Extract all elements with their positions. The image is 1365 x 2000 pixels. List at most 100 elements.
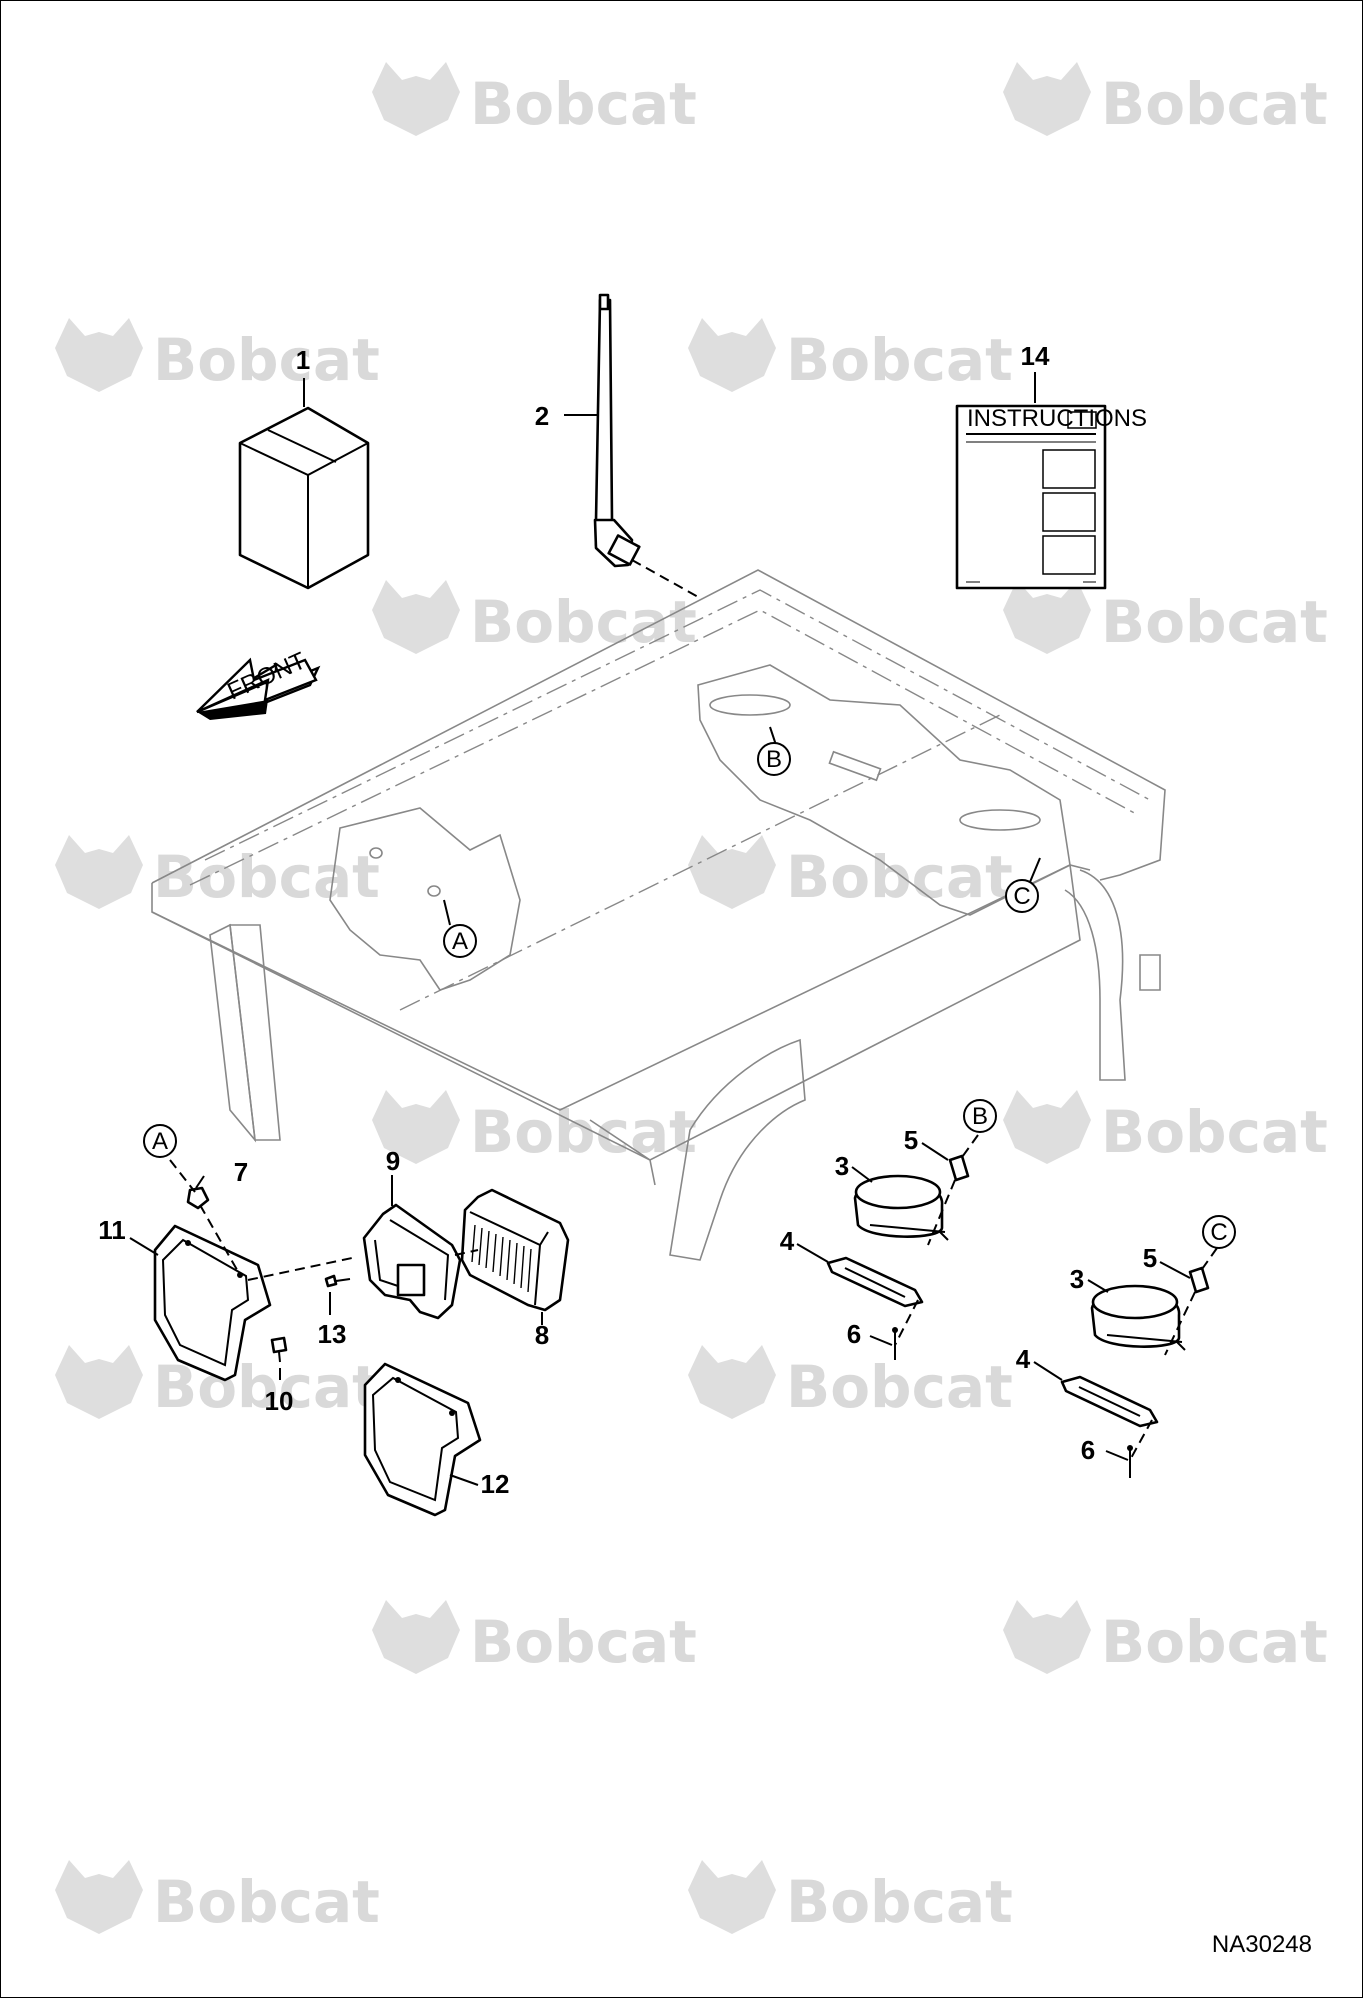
part-10-bolt [270, 1336, 288, 1363]
callout-1: 1 [296, 345, 310, 375]
part-11-mounting-bracket [153, 1224, 272, 1382]
watermark-text: Bobcat [786, 326, 1013, 394]
watermark: Bobcat [372, 580, 697, 656]
ref-letter: A [152, 1128, 168, 1155]
part-5-clip-c [1188, 1266, 1210, 1294]
watermark: Bobcat [1003, 62, 1328, 138]
ref-letter: B [766, 746, 782, 773]
figure-id: NA30248 [1212, 1931, 1312, 1958]
callout-13: 13 [318, 1319, 347, 1349]
cab-roof [151, 569, 1166, 1261]
watermark-text: Bobcat [786, 1868, 1013, 1936]
callout-5: 5 [904, 1125, 918, 1155]
front-direction-arrow: FRONT [196, 647, 321, 720]
bobcat-head-logo [1003, 62, 1091, 136]
watermark: Bobcat [55, 318, 380, 394]
ref-letter: B [972, 1103, 988, 1130]
callout-4: 4 [1016, 1344, 1031, 1374]
watermark-text: Bobcat [470, 1098, 697, 1166]
watermark: Bobcat [688, 1860, 1013, 1936]
bobcat-head-logo [1003, 580, 1091, 654]
watermark: Bobcat [1003, 1600, 1328, 1676]
watermark: Bobcat [688, 835, 1013, 911]
part-1-box [238, 406, 370, 590]
ref-letter: A [452, 928, 468, 955]
ref-c-detail: C [1202, 1215, 1236, 1249]
part-7-nut [186, 1186, 210, 1210]
callout-3: 3 [1070, 1264, 1084, 1294]
leader-lines [129, 372, 1191, 1486]
watermark-text: Bobcat [153, 843, 380, 911]
watermark: Bobcat [55, 1860, 380, 1936]
callout-6: 6 [1081, 1435, 1095, 1465]
callout-numbers: 1 2 14 7 9 11 10 13 8 12 5 3 4 6 5 3 4 6 [98, 341, 1157, 1499]
watermark: Bobcat [55, 835, 380, 911]
bobcat-head-logo [688, 318, 776, 392]
bobcat-head-logo [372, 1600, 460, 1674]
watermark-text: Bobcat [470, 588, 697, 656]
watermark-layer: Bobcat Bobcat Bobcat Bobcat Bobcat Bobca… [55, 62, 1328, 1936]
callout-6: 6 [847, 1319, 861, 1349]
part-6-screw-c [1127, 1445, 1133, 1478]
watermark-text: Bobcat [786, 1353, 1013, 1421]
callout-4: 4 [780, 1226, 795, 1256]
callout-14: 14 [1021, 341, 1050, 371]
callout-11: 11 [98, 1215, 126, 1245]
callout-7: 7 [234, 1157, 248, 1187]
watermark: Bobcat [372, 1090, 697, 1166]
bobcat-head-logo [55, 1860, 143, 1934]
bobcat-head-logo [688, 1860, 776, 1934]
watermark-text: Bobcat [153, 1868, 380, 1936]
part-8-work-lamp [460, 1188, 570, 1312]
watermark: Bobcat [1003, 1090, 1328, 1166]
watermark-text: Bobcat [1101, 1608, 1328, 1676]
callout-10: 10 [265, 1386, 294, 1416]
bobcat-head-logo [55, 1345, 143, 1419]
watermark-text: Bobcat [1101, 1098, 1328, 1166]
ref-b-detail: B [963, 1099, 997, 1133]
watermark-text: Bobcat [470, 1608, 697, 1676]
part-3-speaker-c [1090, 1284, 1186, 1351]
ref-c-cab: C [1005, 857, 1041, 913]
watermark: Bobcat [688, 318, 1013, 394]
instructions-title: INSTRUCTIONS [967, 405, 1147, 432]
callout-2: 2 [535, 401, 549, 431]
callout-9: 9 [386, 1146, 400, 1176]
bobcat-head-logo [688, 1345, 776, 1419]
watermark-text: Bobcat [153, 326, 380, 394]
bobcat-head-logo [1003, 1600, 1091, 1674]
ref-a-detail: A [143, 1124, 177, 1158]
callout-3: 3 [835, 1151, 849, 1181]
part-4-gasket-b [826, 1256, 924, 1308]
ref-letter: C [1210, 1219, 1227, 1246]
part-3-speaker-b [853, 1174, 949, 1241]
part-13-screw [324, 1274, 351, 1288]
bobcat-head-logo [1003, 1090, 1091, 1164]
watermark: Bobcat [372, 62, 697, 138]
callout-8: 8 [535, 1320, 549, 1350]
part-12-mounting-bracket [363, 1362, 482, 1517]
bobcat-head-logo [55, 835, 143, 909]
ref-b-cab: B [757, 726, 791, 776]
part-4-gasket-c [1060, 1375, 1159, 1428]
watermark: Bobcat [372, 1600, 697, 1676]
callout-5: 5 [1143, 1243, 1157, 1273]
watermark: Bobcat [688, 1345, 1013, 1421]
watermark-text: Bobcat [470, 70, 697, 138]
watermark-text: Bobcat [1101, 588, 1328, 656]
bobcat-head-logo [55, 318, 143, 392]
part-9-light-housing [362, 1203, 462, 1320]
ref-letter: C [1013, 883, 1030, 910]
part-14-instructions-sheet: INSTRUCTIONS [955, 404, 1147, 590]
bobcat-head-logo [372, 580, 460, 654]
part-2-antenna [593, 293, 701, 599]
watermark-text: Bobcat [786, 843, 1013, 911]
watermark: Bobcat [1003, 580, 1328, 656]
ref-a-cab: A [443, 899, 477, 958]
part-5-clip-b [948, 1154, 970, 1182]
bobcat-head-logo [372, 62, 460, 136]
watermark-text: Bobcat [1101, 70, 1328, 138]
callout-12: 12 [481, 1469, 510, 1499]
